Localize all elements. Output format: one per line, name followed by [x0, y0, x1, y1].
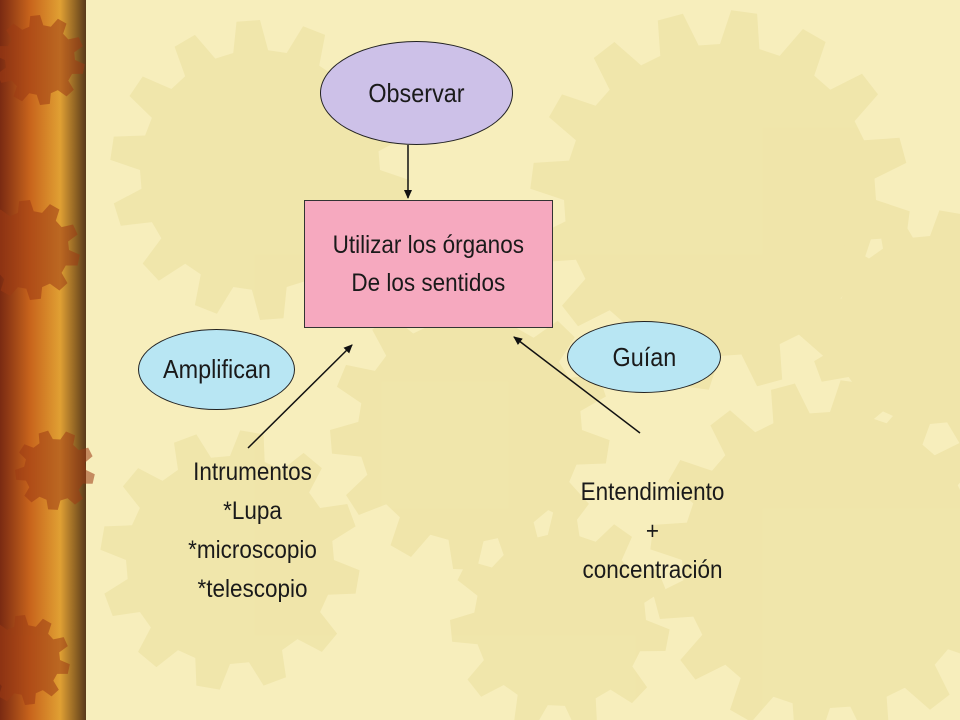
gear-shape [530, 10, 910, 390]
instruments-line: Intrumentos [193, 458, 312, 486]
instruments-text: Intrumentos *Lupa *microscopio *telescop… [160, 453, 345, 609]
senses-box: Utilizar los órganos De los sentidos [304, 200, 553, 328]
senses-line-1: Utilizar los órganos [332, 231, 525, 259]
instruments-line: *Lupa [223, 497, 282, 525]
understanding-line: Entendimiento [580, 478, 725, 506]
understanding-text: Entendimiento + concentración [556, 473, 750, 590]
strip-gear-shape [0, 615, 70, 705]
observe-oval: Observar [320, 41, 513, 145]
observe-label: Observar [368, 77, 465, 108]
instruments-line: *telescopio [197, 575, 308, 603]
strip-gear-shape [15, 430, 95, 510]
strip-gear-shape [0, 15, 85, 105]
guide-label: Guían [612, 341, 676, 372]
left-decor-strip [0, 0, 86, 720]
guide-oval: Guían [567, 321, 721, 393]
amplify-oval: Amplifican [138, 329, 295, 410]
understanding-line: concentración [582, 556, 723, 584]
amplify-label: Amplifican [162, 354, 271, 384]
gear-shape [100, 430, 360, 690]
senses-line-2: De los sentidos [351, 269, 506, 297]
instruments-line: *microscopio [188, 536, 317, 564]
gear-shape [810, 210, 960, 450]
gear-shape [450, 510, 670, 720]
gear-shape [650, 380, 960, 720]
understanding-line: + [645, 517, 660, 545]
strip-gear-shape [0, 200, 80, 300]
